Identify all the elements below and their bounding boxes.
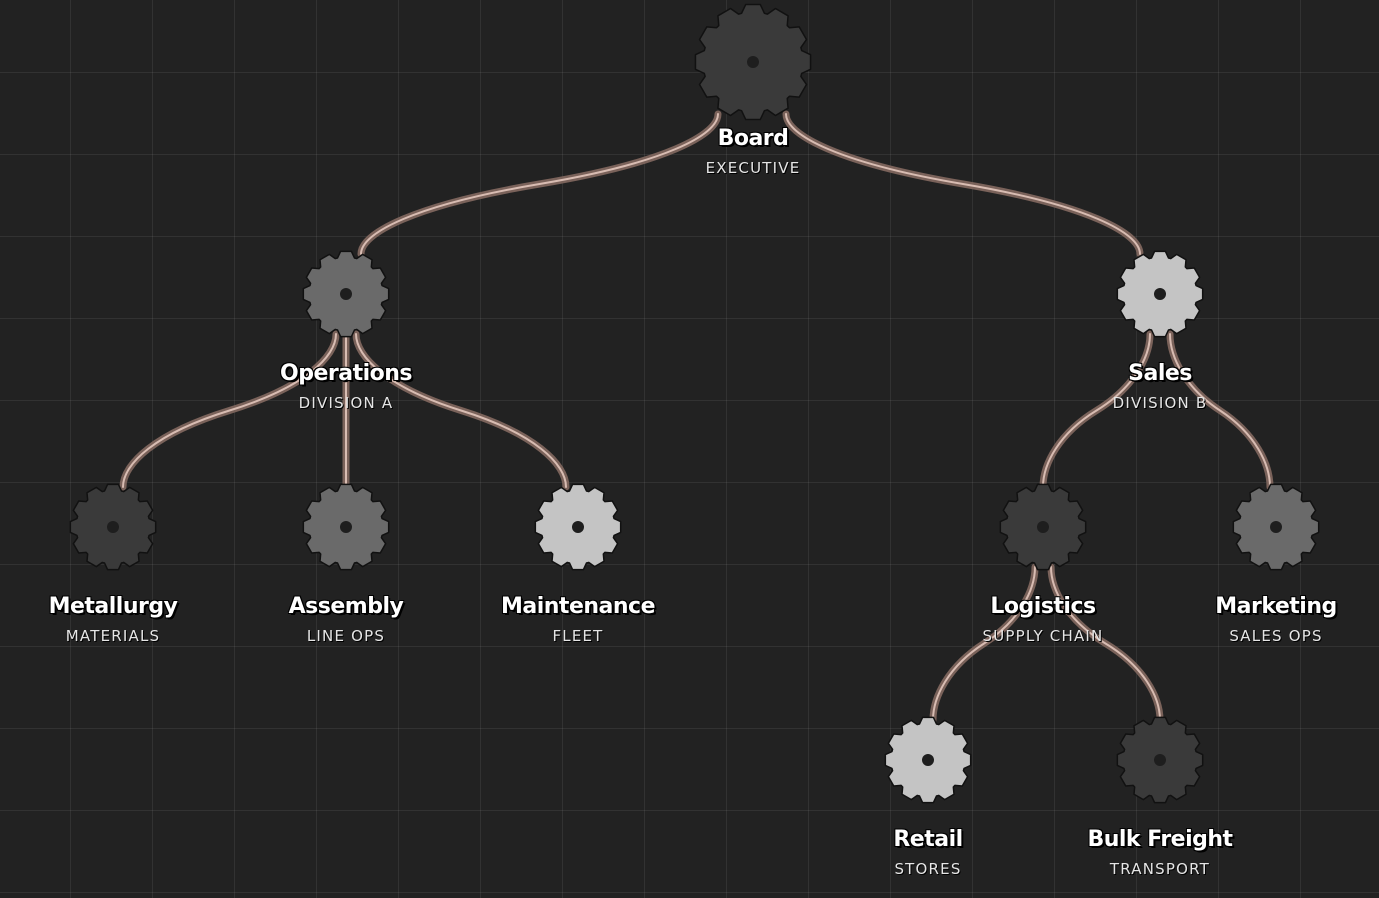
node-label: Logistics xyxy=(990,594,1096,619)
gear-icon xyxy=(534,483,622,571)
node-label: Assembly xyxy=(288,594,404,619)
gear-icon xyxy=(1116,716,1204,804)
gear-icon xyxy=(999,483,1087,571)
edge-sales-to-logistics xyxy=(1039,330,1154,491)
node-label: Marketing xyxy=(1215,594,1337,619)
gear-hub xyxy=(922,754,934,766)
gear-icon xyxy=(302,250,390,338)
gear-icon xyxy=(1232,483,1320,571)
gear-icon xyxy=(302,483,390,571)
node-sublabel: SUPPLY CHAIN xyxy=(982,627,1104,645)
gear-icon xyxy=(69,483,157,571)
gear-hub xyxy=(572,521,584,533)
gear-hub xyxy=(1154,754,1166,766)
node-label: Maintenance xyxy=(500,594,656,619)
gear-hub xyxy=(1037,521,1049,533)
node-sublabel: DIVISION A xyxy=(298,394,394,412)
node-sublabel: LINE OPS xyxy=(306,627,386,645)
gear-icon xyxy=(1116,250,1204,338)
gear-hub xyxy=(1270,521,1282,533)
node-sublabel: EXECUTIVE xyxy=(705,159,801,177)
node-sublabel: FLEET xyxy=(552,627,604,645)
edge-sales-to-marketing xyxy=(1166,330,1274,491)
edge-board-to-operations xyxy=(357,110,722,258)
node-label: Board xyxy=(717,126,789,151)
edge-operations-to-metallurgy xyxy=(119,330,340,491)
node-label: Operations xyxy=(280,361,413,386)
edge-logistics-to-bulk_freight xyxy=(1047,563,1164,724)
node-sublabel: DIVISION B xyxy=(1112,394,1208,412)
gear-hub xyxy=(340,521,352,533)
gear-hub xyxy=(747,56,759,68)
node-label: Metallurgy xyxy=(48,594,178,619)
node-sublabel: MATERIALS xyxy=(65,627,161,645)
gear-hub xyxy=(1154,288,1166,300)
gear-icon xyxy=(884,716,972,804)
node-sublabel: TRANSPORT xyxy=(1109,860,1211,878)
node-sublabel: STORES xyxy=(894,860,962,878)
edge-board-to-sales xyxy=(782,110,1144,258)
node-label: Sales xyxy=(1128,361,1192,386)
node-label: Bulk Freight xyxy=(1087,827,1233,852)
edge-operations-to-maintenance xyxy=(352,330,570,491)
gear-icon xyxy=(694,3,812,121)
node-label: Retail xyxy=(893,827,963,852)
node-sublabel: SALES OPS xyxy=(1229,627,1323,645)
gear-hub xyxy=(107,521,119,533)
gear-hub xyxy=(340,288,352,300)
edge-logistics-to-retail xyxy=(929,563,1039,724)
